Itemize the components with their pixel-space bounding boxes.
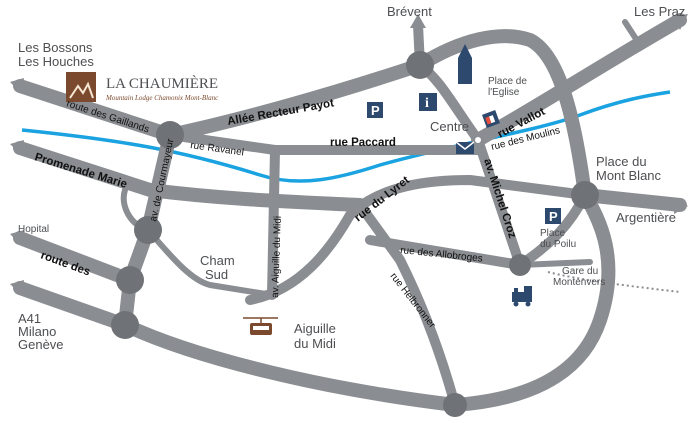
- label-aiguille-1: Aiguille: [294, 321, 336, 336]
- church-spire: [458, 44, 472, 58]
- parking-icon-1: P: [367, 102, 383, 118]
- node-place-mont-blanc: [571, 181, 599, 209]
- road-av-courmayeur: [118, 128, 177, 332]
- brand-tagline: Mountain Lodge Chamonix Mont-Blanc: [105, 94, 219, 102]
- train-cab: [524, 286, 532, 293]
- road-promenade-marie: [13, 141, 367, 212]
- arrow-promenade: [10, 140, 24, 156]
- brand-logo: LA CHAUMIÈRE Mountain Lodge Chamonix Mon…: [66, 72, 219, 102]
- place-labels: Les Bossons Les Houches Brévent Les Praz…: [18, 4, 685, 352]
- train-icon: [512, 286, 532, 307]
- info-bg: [419, 93, 437, 111]
- townhall-icon: [482, 110, 500, 128]
- road-praz-spur: [622, 19, 643, 48]
- townhall-flag-white: [489, 115, 496, 124]
- road-rue-helbronner: [355, 200, 460, 410]
- parking-2-label: P: [549, 209, 558, 224]
- train-chimney: [514, 288, 518, 293]
- road-rue-lyret: [245, 175, 590, 305]
- roundabouts: [111, 51, 599, 417]
- arrow-les-houches: [10, 78, 24, 94]
- label-place-poilu-2: du Poilu: [540, 239, 576, 250]
- logo-mountain-icon: [69, 81, 94, 99]
- node-courmayeur: [134, 216, 162, 244]
- label-milano: Milano: [18, 324, 56, 339]
- label-place-poilu-1: Place: [540, 228, 565, 239]
- node-helbronner: [443, 393, 467, 417]
- brand-name: LA CHAUMIÈRE: [106, 75, 218, 92]
- arrow-hopital: [10, 230, 24, 246]
- parking-1-bg: [367, 102, 383, 118]
- label-hopital: Hopital: [18, 224, 49, 235]
- arrow-les-praz: [672, 14, 688, 30]
- label-place-mont-blanc-1: Place du: [596, 154, 647, 169]
- label-geneve: Genève: [18, 337, 64, 352]
- railway-line: [547, 271, 681, 293]
- node-route-des: [116, 266, 144, 294]
- parking-icon-2: P: [545, 208, 561, 224]
- road-av-aiguille-du-midi: [267, 145, 280, 300]
- arrow-brevent: [410, 14, 426, 28]
- road-rue-allobroges: [365, 235, 525, 270]
- node-gaillands: [156, 121, 184, 149]
- church-icon: [458, 44, 472, 84]
- info-icon: i: [419, 93, 437, 111]
- road-rue-ravanel: [165, 130, 280, 155]
- road-to-les-praz: [471, 13, 687, 147]
- train-wheel-1: [513, 301, 519, 307]
- road-northern-loop: [413, 29, 592, 202]
- label-argentiere: Argentière: [616, 210, 676, 225]
- label-rue-paccard: rue Paccard: [330, 137, 396, 149]
- road-allee-recteur-payot: [163, 58, 427, 142]
- road-a41: [13, 281, 132, 332]
- node-allobroges: [509, 254, 531, 276]
- label-route-gaillands: route des Gaillands: [65, 98, 150, 135]
- label-av-michel-croz: av. Michel Croz: [481, 157, 518, 240]
- node-brevent: [406, 51, 434, 79]
- label-gare-1: Gare du: [562, 266, 598, 277]
- label-cham-sud-2: Sud: [205, 267, 228, 282]
- label-les-bossons: Les Bossons: [18, 40, 93, 55]
- label-cham-sud-1: Cham: [200, 253, 235, 268]
- label-place-mont-blanc-2: Mont Blanc: [596, 168, 662, 183]
- label-place-eglise-1: Place de: [488, 76, 527, 87]
- parking-1-label: P: [371, 103, 380, 118]
- node-a41: [111, 311, 139, 339]
- label-aiguille-2: du Midi: [294, 336, 336, 351]
- node-eglise-dot: [475, 137, 481, 143]
- train-body: [512, 292, 532, 302]
- road-to-argentiere: [578, 188, 687, 212]
- label-les-praz: Les Praz: [634, 4, 685, 19]
- cable-window: [253, 326, 269, 330]
- cable-car-icon: [243, 317, 278, 335]
- label-place-eglise-2: l'Eglise: [488, 87, 520, 98]
- church-body: [458, 58, 472, 84]
- label-av-aiguille-midi: av. Aiguille du Midi: [270, 216, 284, 298]
- label-brevent: Brévent: [387, 4, 432, 19]
- arrow-a41: [10, 280, 24, 296]
- label-les-houches: Les Houches: [18, 54, 94, 69]
- road-av-michel-croz: [473, 135, 525, 270]
- road-route-des: [13, 231, 137, 287]
- mail-icon: [455, 141, 475, 154]
- road-southern-loop: [118, 188, 616, 412]
- train-wheel-2: [525, 301, 531, 307]
- direction-arrows: [10, 14, 688, 296]
- label-gare-2: Montenvers: [553, 277, 605, 288]
- parking-2-bg: [545, 208, 561, 224]
- label-centre: Centre: [430, 119, 469, 134]
- mail-flap: [455, 141, 475, 150]
- info-label: i: [425, 96, 429, 111]
- road-route-gaillands: [13, 79, 177, 142]
- road-to-montenvers: [517, 259, 593, 268]
- label-a41: A41: [18, 311, 41, 326]
- townhall-flag-red: [485, 116, 492, 125]
- arrow-argentiere: [674, 198, 688, 214]
